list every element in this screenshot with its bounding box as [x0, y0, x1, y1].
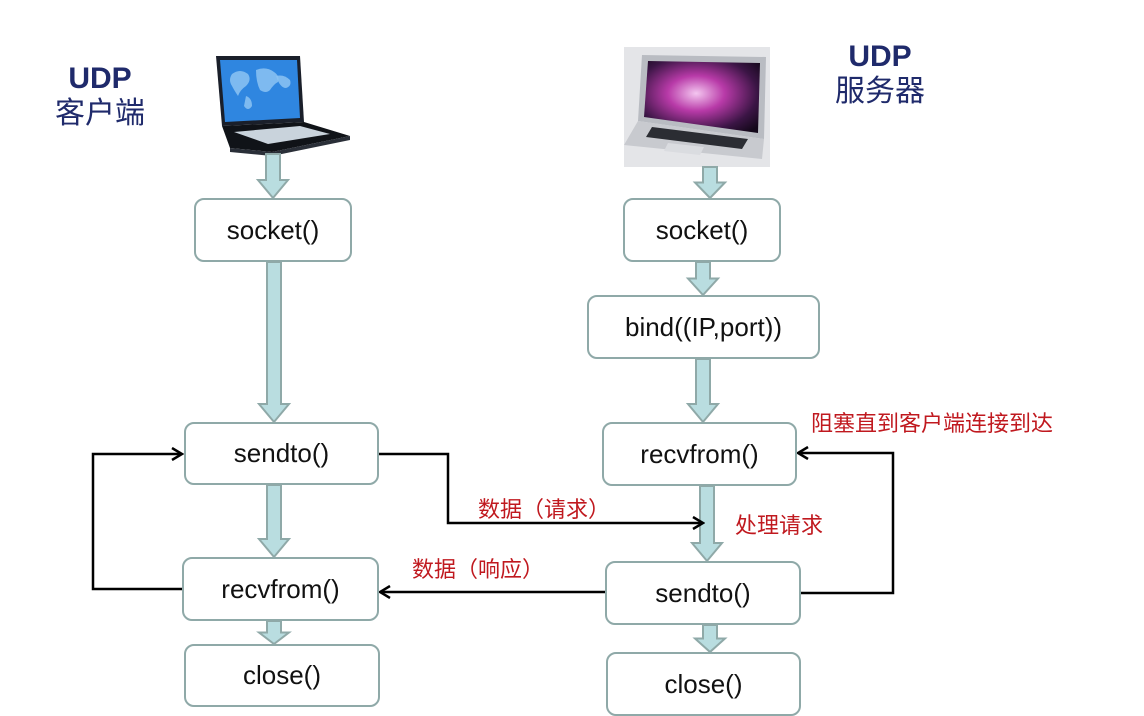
server-step-close: close()	[606, 652, 801, 716]
server-loop-connector	[798, 453, 895, 595]
client-step-socket: socket()	[194, 198, 352, 262]
blocking-note-label: 阻塞直到客户端连接到达	[811, 412, 1054, 437]
server-title-protocol: UDP	[848, 40, 912, 73]
client-step-close: close()	[184, 644, 380, 707]
server-sendto-to-close-arrow	[692, 624, 728, 654]
server-recvfrom-to-sendto-arrow	[689, 485, 725, 563]
client-socket-to-sendto-arrow	[256, 261, 292, 424]
client-step-recvfrom: recvfrom()	[182, 557, 379, 621]
client-step-sendto: sendto()	[184, 422, 379, 485]
server-step-sendto-label: sendto()	[655, 577, 751, 608]
client-title-role: 客户端	[55, 96, 145, 131]
client-laptop-to-socket-arrow	[255, 153, 291, 200]
server-bind-to-recvfrom-arrow	[685, 358, 721, 424]
process-request-label: 处理请求	[735, 514, 824, 539]
server-step-socket-label: socket()	[655, 214, 749, 245]
request-connector	[378, 452, 703, 523]
server-step-recvfrom-label: recvfrom()	[640, 438, 759, 469]
laptop-icon	[624, 47, 770, 167]
server-title: UDP 服务器	[820, 40, 940, 110]
client-title-protocol: UDP	[68, 62, 132, 95]
client-step-socket-label: socket()	[226, 214, 320, 245]
client-step-close-label: close()	[242, 660, 321, 690]
client-recvfrom-to-close-arrow	[256, 620, 292, 646]
server-step-bind-label: bind((IP,port))	[624, 311, 783, 342]
request-data-label: 数据（请求）	[478, 498, 611, 523]
server-title-role: 服务器	[835, 74, 925, 109]
server-step-close-label: close()	[664, 668, 743, 699]
server-step-bind: bind((IP,port))	[587, 295, 820, 359]
server-step-sendto: sendto()	[605, 561, 801, 625]
response-data-label: 数据（响应）	[412, 558, 545, 583]
client-title: UDP 客户端	[40, 62, 160, 132]
server-step-socket: socket()	[623, 198, 781, 262]
client-loop-connector	[91, 454, 184, 591]
server-laptop-to-socket-arrow	[692, 166, 728, 200]
client-sendto-to-recvfrom-arrow	[256, 484, 292, 559]
laptop-world-map-icon	[216, 56, 350, 156]
server-step-recvfrom: recvfrom()	[602, 422, 797, 486]
client-step-sendto-label: sendto()	[233, 438, 330, 468]
client-step-recvfrom-label: recvfrom()	[221, 573, 340, 604]
server-socket-to-bind-arrow	[685, 261, 721, 297]
